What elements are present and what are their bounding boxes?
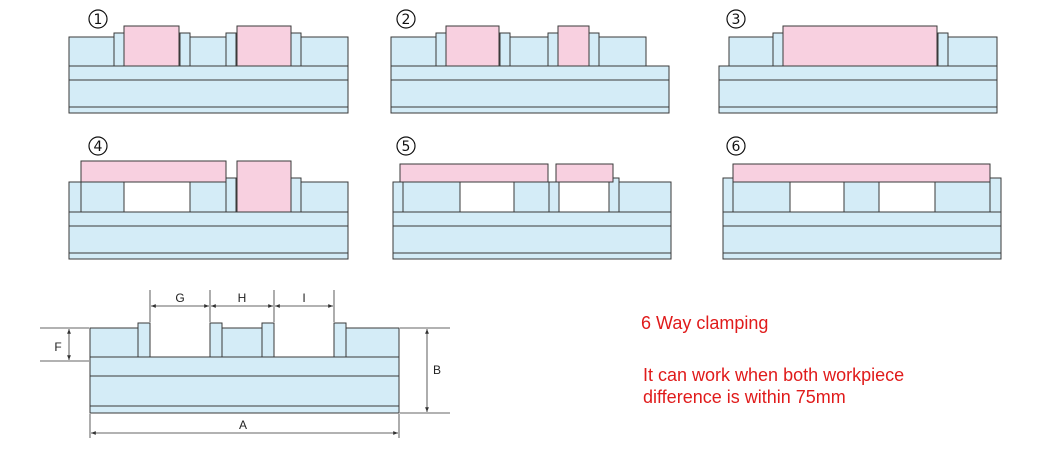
clamping-title: 6 Way clamping [641,313,769,333]
dimension-i: I [275,290,335,322]
panel-3-number: 3 [726,9,746,29]
svg-text:6: 6 [732,139,741,155]
vise-body [390,65,670,114]
panel-5: 5 [392,136,672,260]
dimension-g: G [149,290,211,322]
workpieces [782,25,938,67]
panel-2: 2 [390,9,670,114]
dimension-b: B [400,327,450,414]
note-line-1: It can work when both workpiece [643,365,905,385]
panel-3: 3 [718,9,998,114]
svg-text:G: G [175,291,184,305]
svg-text:H: H [238,291,247,305]
svg-text:2: 2 [402,12,411,28]
vise-jaws [728,32,998,67]
panel-1: 1 [68,9,349,114]
note-line-2: difference is within 75mm [643,387,846,407]
dimension-h: H [211,290,275,322]
vise-body [89,356,400,414]
vise-jaws [390,32,647,67]
svg-text:A: A [239,418,247,432]
dimension-f: F [40,327,89,362]
vise-jaws [722,177,1002,213]
svg-text:1: 1 [94,12,103,28]
svg-text:3: 3 [732,12,741,28]
panel-2-number: 2 [396,9,416,29]
panel-5-number: 5 [396,136,416,156]
vise-body [718,65,998,114]
vise-jaws [68,177,349,213]
dimension-a: A [89,414,400,438]
vise-body [722,211,1002,260]
svg-text:F: F [54,340,61,354]
vise-body [392,211,672,260]
svg-text:5: 5 [402,139,411,155]
panel-6: 6 [722,136,1002,260]
vise-body [68,211,349,260]
vise-body [68,65,349,114]
vise-jaws [392,177,672,213]
panel-4: 4 [68,136,349,260]
vise-jaws [89,322,400,358]
panel-6-number: 6 [726,136,746,156]
workpieces [80,160,292,213]
workpieces [732,163,991,183]
svg-text:4: 4 [94,139,103,155]
vise-jaws [68,32,349,67]
panel-4-number: 4 [88,136,108,156]
panel-1-number: 1 [88,9,108,29]
workpieces [445,25,590,67]
workpieces [123,25,292,67]
workpieces [399,163,614,183]
svg-text:I: I [302,291,305,305]
dimension-drawing: G H I F B A [40,290,450,438]
svg-text:B: B [433,363,441,377]
